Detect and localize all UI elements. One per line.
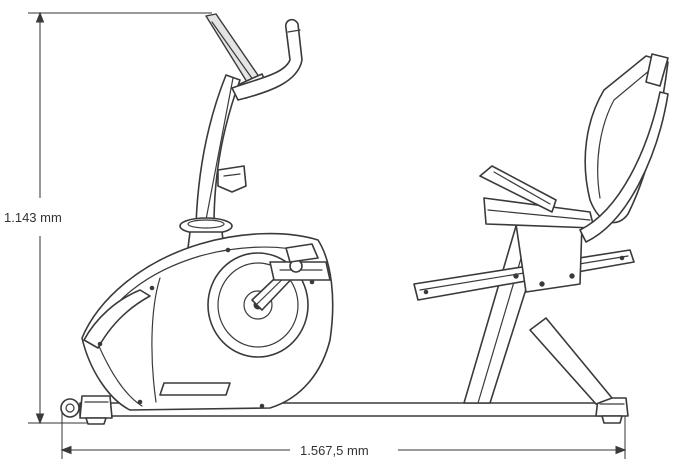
housing-rivet xyxy=(149,285,155,291)
carriage-bolt xyxy=(513,273,519,279)
front-leveler xyxy=(85,417,107,425)
housing-rivet xyxy=(259,403,265,409)
rear-brace xyxy=(529,317,613,405)
housing-front-contour xyxy=(97,343,143,407)
pedal-top xyxy=(285,243,319,263)
handlebar xyxy=(231,18,303,101)
console-mast xyxy=(179,74,247,249)
height-arrow-top xyxy=(35,11,45,23)
rear-foot xyxy=(595,397,629,417)
seat-side-handle-edge xyxy=(493,171,551,205)
front-transport-wheel-hub xyxy=(65,403,75,413)
rear-leveler xyxy=(601,415,623,424)
handlebar-grip-end xyxy=(287,29,301,33)
carriage-bolt xyxy=(569,273,575,279)
seat-side-handle xyxy=(479,165,557,213)
bottle-holder-detail xyxy=(223,173,241,177)
console-assembly xyxy=(205,13,303,101)
backrest-support xyxy=(579,91,669,243)
length-arrow-left xyxy=(60,445,72,455)
carriage-bolt xyxy=(539,281,545,287)
housing-front-rib xyxy=(83,289,151,349)
backrest-top-cap xyxy=(645,53,669,87)
front-foot xyxy=(79,395,113,419)
length-label: 1.567,5 mm xyxy=(300,443,369,458)
seat-carriage xyxy=(515,223,583,293)
housing-panel-line xyxy=(151,277,161,403)
height-arrow-bottom xyxy=(35,413,45,425)
flywheel-rim xyxy=(217,262,299,348)
length-dimension: 1.567,5 mm xyxy=(60,412,627,460)
rail-rivet xyxy=(423,289,429,295)
mast-tube xyxy=(195,74,241,226)
height-dimension: 1.143 mm xyxy=(4,11,212,425)
housing-rivet xyxy=(137,399,143,405)
rail-rivet xyxy=(619,255,625,261)
seat-cushion-seam xyxy=(487,209,591,221)
crank-assembly xyxy=(251,243,331,311)
backrest-cushion-line xyxy=(597,69,651,199)
seat-frame xyxy=(413,223,635,405)
flywheel-hub xyxy=(243,290,273,320)
mast-collar-inner xyxy=(187,219,225,229)
front-transport-wheel xyxy=(60,398,80,418)
label-plate xyxy=(159,382,231,396)
mast-tube-edge xyxy=(204,77,234,226)
height-label: 1.143 mm xyxy=(4,210,62,225)
console-display-edge xyxy=(211,21,257,85)
length-arrow-right xyxy=(615,445,627,455)
bottle-holder xyxy=(217,165,247,193)
seat xyxy=(479,53,669,243)
housing-rivet xyxy=(225,247,231,253)
housing-rivet xyxy=(97,341,103,347)
